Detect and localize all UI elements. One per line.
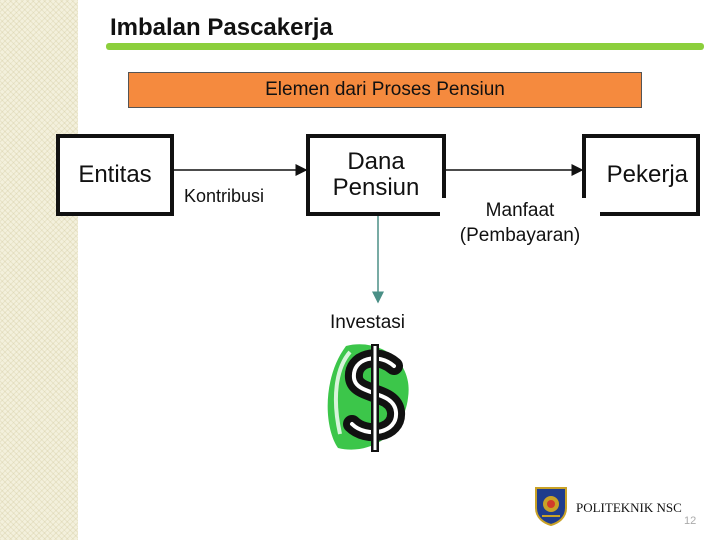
entity-box: Entitas <box>56 134 174 216</box>
contribution-label: Kontribusi <box>184 186 265 206</box>
organization-name: POLITEKNIK NSC <box>576 500 682 515</box>
banner-box: Elemen dari Proses Pensiun <box>128 72 642 108</box>
benefit-label-line2: (Pembayaran) <box>459 225 581 246</box>
title-underline <box>106 43 704 50</box>
fund-label-line2: Pensiun <box>332 174 420 201</box>
page-number: 12 <box>684 515 697 527</box>
worker-label: Pekerja <box>606 161 688 188</box>
entity-label: Entitas <box>78 161 152 188</box>
investment-label: Investasi <box>330 312 405 333</box>
banner-label: Elemen dari Proses Pensiun <box>265 79 505 100</box>
page-title: Imbalan Pascakerja <box>110 14 333 41</box>
decorative-left-band <box>0 0 78 540</box>
dollar-sign-icon <box>327 344 409 452</box>
benefit-label-line1: Manfaat <box>485 200 555 221</box>
fund-box: Dana Pensiun <box>306 134 446 216</box>
benefit-label: Manfaat (Pembayaran) <box>440 198 600 248</box>
worker-box: Pekerja <box>582 134 700 216</box>
shield-emblem-icon <box>535 487 567 526</box>
fund-label-line1: Dana <box>347 148 405 175</box>
